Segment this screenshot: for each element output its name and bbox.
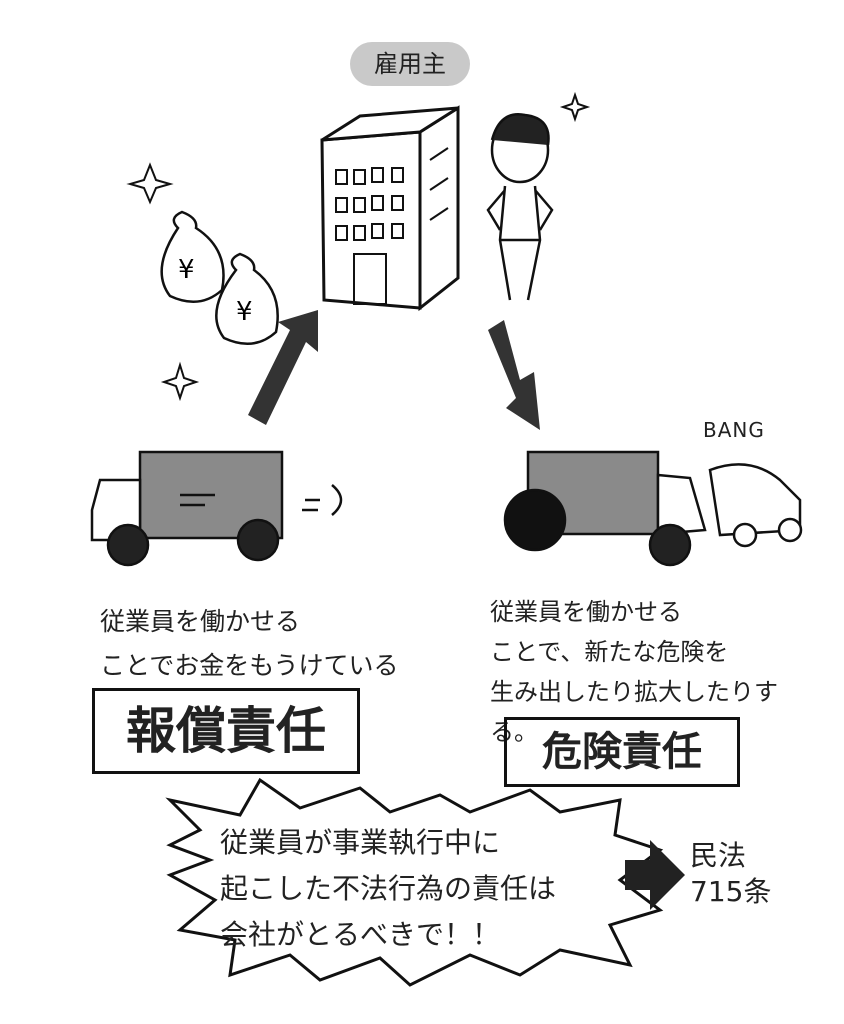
- yen-symbol: ¥: [178, 255, 195, 285]
- right-caption: 従業員を働かせる ことで、新たな危険を 生み出したり拡大したりする。: [490, 592, 800, 752]
- yen-symbol: ¥: [236, 297, 253, 327]
- law-line: 715条: [690, 875, 772, 908]
- caption-line: 従業員を働かせる: [100, 607, 301, 636]
- employer-person-icon: [486, 113, 554, 301]
- building-icon: [320, 105, 460, 312]
- caption-line: 従業員を働かせる: [490, 598, 682, 626]
- employer-label: 雇用主: [350, 42, 470, 86]
- caption-line: 生み出したり拡大したりする。: [490, 678, 778, 746]
- speech-burst: [165, 777, 664, 987]
- sparkle-icon: [126, 91, 591, 402]
- caption-line: ことでお金をもうけている: [100, 651, 399, 680]
- law-reference: 民法 715条: [690, 838, 771, 910]
- caption-line: ことで、新たな危険を: [490, 638, 729, 666]
- bang-sound-effect: BANG: [703, 418, 765, 442]
- arrow-up-icon: [248, 310, 318, 425]
- truck-right-icon: [503, 450, 803, 567]
- law-line: 民法: [690, 839, 747, 872]
- conclusion-line: 起こした不法行為の責任は: [220, 872, 557, 905]
- reward-responsibility-label: 報償責任: [92, 688, 360, 774]
- conclusion-line: 会社がとるべきで！！: [220, 918, 501, 951]
- conclusion-text: 従業員が事業執行中に 起こした不法行為の責任は 会社がとるべきで！！: [220, 820, 640, 958]
- money-bag-icon: [160, 210, 279, 345]
- truck-left-icon: [90, 450, 343, 567]
- left-caption: 従業員を働かせる ことでお金をもうけている: [100, 600, 400, 688]
- arrow-down-icon: [488, 320, 540, 430]
- conclusion-line: 従業員が事業執行中に: [220, 826, 501, 859]
- arrow-right-icon: [625, 840, 685, 910]
- danger-responsibility-label: 危険責任: [504, 717, 740, 787]
